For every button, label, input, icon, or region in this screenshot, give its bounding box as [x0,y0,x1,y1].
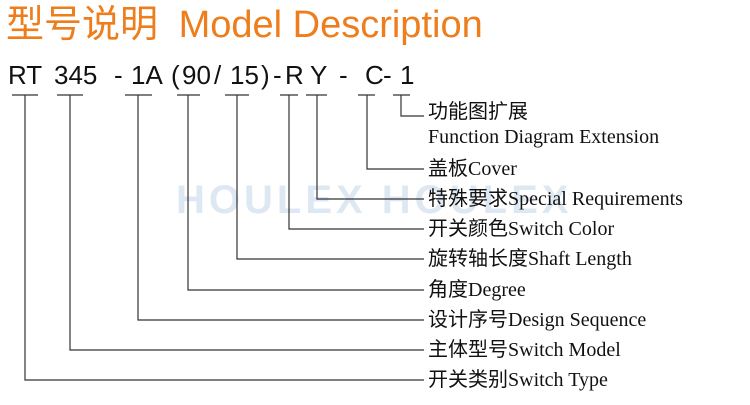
code-extension: 1 [400,60,415,90]
label-function-diagram-extension-en: Function Diagram Extension [428,126,660,148]
code-switch-type: RT [8,60,43,90]
code-switch-model: 345 [54,60,98,90]
label-design-sequence: 设计序号Design Sequence [428,309,647,331]
code-design-seq: 1A [131,60,163,90]
leader-cover [366,95,424,170]
code-cover: C [365,60,384,90]
code-paren-open: ( [171,60,180,90]
code-switch-color: R [285,60,304,90]
page-title: 型号说明 Model Description [6,2,483,48]
title-english: Model Description [178,4,483,46]
label-switch-color: 开关颜色Switch Color [428,218,615,240]
label-switch-type: 开关类别Switch Type [428,369,608,391]
leader-switch-color [288,95,424,230]
code-dash: - [273,60,282,90]
code-paren-close: ) [261,60,270,90]
leader-switch-model [69,95,424,351]
label-shaft-length: 旋转轴长度Shaft Length [428,248,632,270]
code-shaft-length: 15 [230,60,259,90]
leader-special-req [316,95,424,200]
leader-degree [187,95,424,291]
code-dash: - [339,60,348,90]
code-special-req: Y [310,60,328,90]
code-degree: 90 [182,60,211,90]
leader-shaft-length [236,95,424,260]
label-special-requirements: 特殊要求Special Requirements [428,188,683,210]
label-cover: 盖板Cover [428,158,517,180]
code-dash: - [114,60,123,90]
leader-design-seq [137,95,424,321]
title-chinese: 型号说明 [6,4,159,46]
label-function-diagram-extension: 功能图扩展 [428,101,528,123]
code-dash: - [383,60,392,90]
label-switch-model: 主体型号Switch Model [428,339,621,361]
code-slash: / [214,60,222,90]
leader-switch-type [24,95,424,381]
leader-extension [400,95,424,117]
watermark: HOULEX HOULEX [176,178,573,222]
label-degree: 角度Degree [428,279,526,301]
